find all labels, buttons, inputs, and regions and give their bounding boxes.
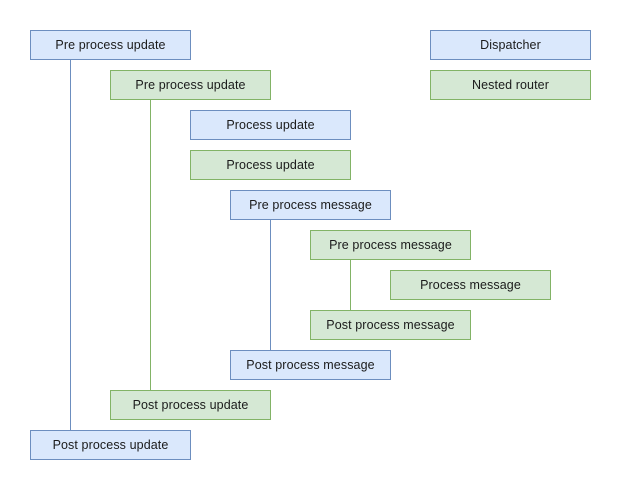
node-label: Process update xyxy=(226,157,315,172)
node-process-update-green[interactable]: Process update xyxy=(190,150,351,180)
legend-item-label: Dispatcher xyxy=(480,37,541,52)
node-pre-process-update-green[interactable]: Pre process update xyxy=(110,70,271,100)
node-label: Pre process update xyxy=(55,37,166,52)
connector-dispatcher-update-spine xyxy=(70,60,71,430)
node-post-process-message-green[interactable]: Post process message xyxy=(310,310,471,340)
node-label: Post process message xyxy=(326,317,455,332)
node-label: Process message xyxy=(420,277,521,292)
node-label: Process update xyxy=(226,117,315,132)
node-post-process-message-blue[interactable]: Post process message xyxy=(230,350,391,380)
node-process-update-blue[interactable]: Process update xyxy=(190,110,351,140)
node-label: Pre process message xyxy=(249,197,372,212)
legend-item-nested-router[interactable]: Nested router xyxy=(430,70,591,100)
node-label: Post process update xyxy=(52,437,169,452)
legend-item-dispatcher[interactable]: Dispatcher xyxy=(430,30,591,60)
node-label: Post process update xyxy=(132,397,249,412)
connector-router-update-spine xyxy=(150,100,151,390)
node-label: Post process message xyxy=(246,357,375,372)
connector-dispatcher-message-spine xyxy=(270,220,271,350)
node-label: Pre process update xyxy=(135,77,246,92)
node-pre-process-update-blue[interactable]: Pre process update xyxy=(30,30,191,60)
node-process-message-green[interactable]: Process message xyxy=(390,270,551,300)
connector-router-message-spine xyxy=(350,260,351,310)
node-pre-process-message-green[interactable]: Pre process message xyxy=(310,230,471,260)
legend-item-label: Nested router xyxy=(471,77,550,92)
node-pre-process-message-blue[interactable]: Pre process message xyxy=(230,190,391,220)
node-post-process-update-green[interactable]: Post process update xyxy=(110,390,271,420)
node-post-process-update-blue[interactable]: Post process update xyxy=(30,430,191,460)
node-label: Pre process message xyxy=(329,237,452,252)
